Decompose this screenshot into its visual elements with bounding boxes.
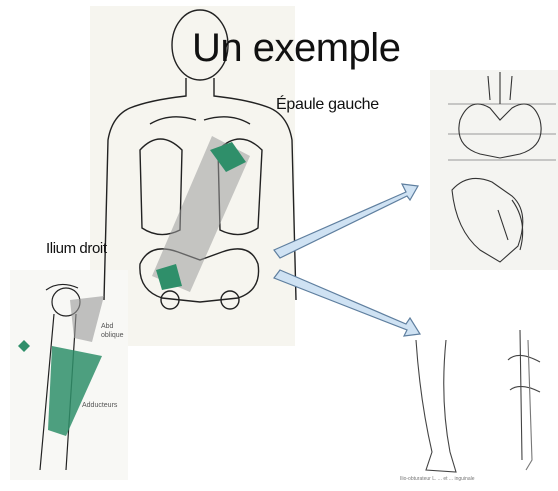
spine-outline [508, 330, 540, 460]
leg-label-upper: Abd oblique [101, 322, 127, 340]
label-ilium: Ilium droit [46, 240, 107, 257]
arrow-upper [274, 184, 418, 258]
lower-right-figures [416, 330, 540, 472]
lower-leg-outline [416, 340, 456, 472]
slide-title: Un exemple [192, 26, 400, 71]
leg-label-lower: Adducteurs [82, 402, 117, 409]
pelvis-figure-panel [430, 70, 558, 270]
figure-caption: Ilio-obturateur L. ... et ... inguinale [400, 476, 475, 482]
arrow-lower [274, 270, 420, 336]
label-shoulder: Épaule gauche [276, 96, 379, 114]
